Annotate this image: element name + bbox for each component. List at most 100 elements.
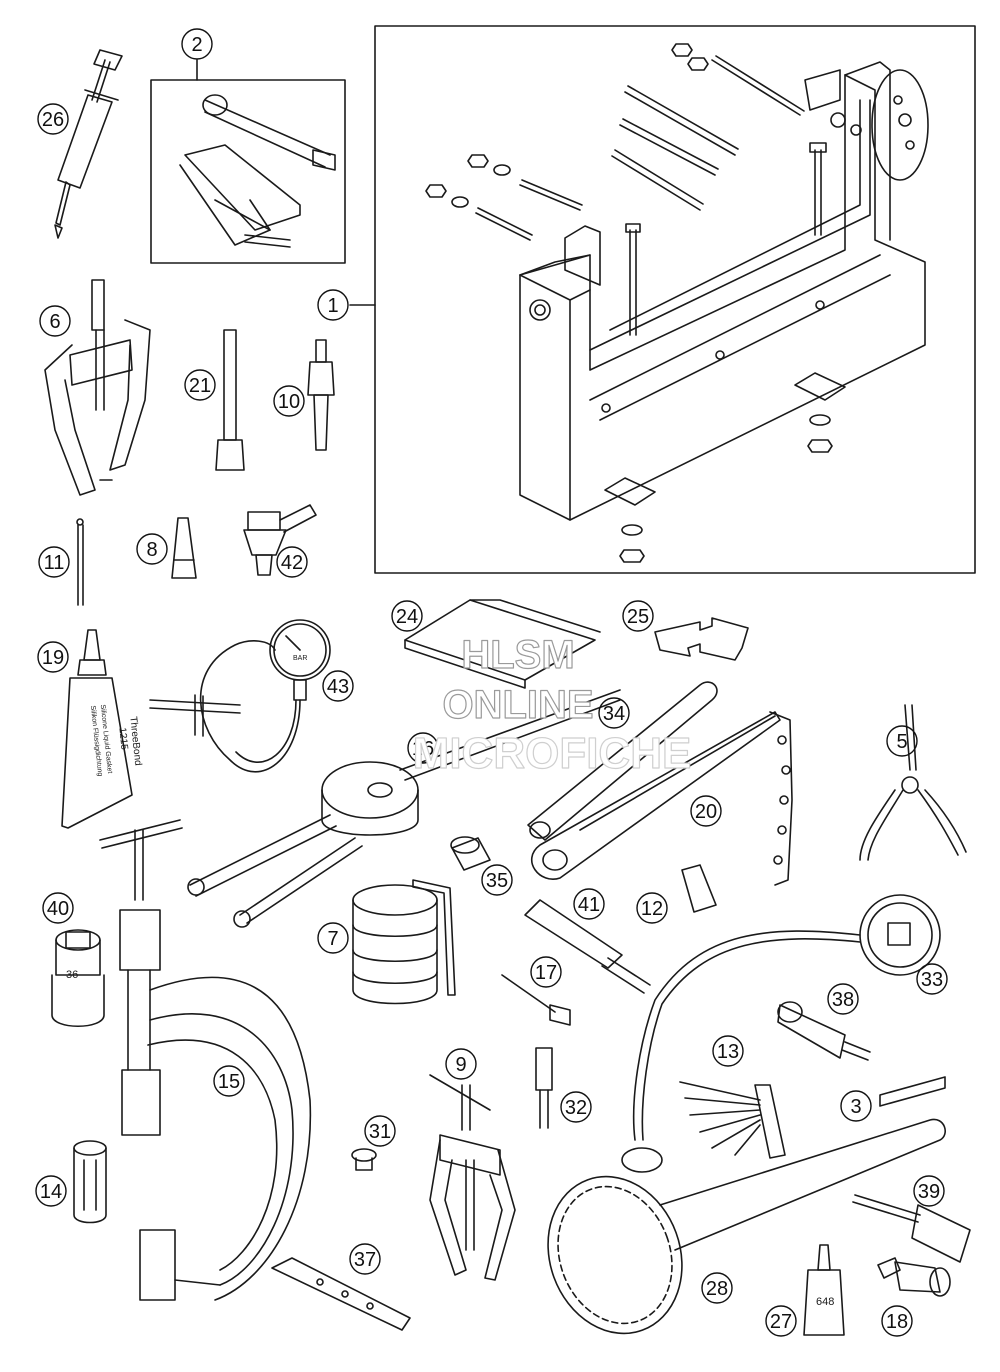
callout-32: 32	[560, 1091, 592, 1123]
part-14	[73, 1140, 107, 1224]
callout-40: 40	[42, 892, 74, 924]
callout-6-label: 6	[49, 311, 60, 333]
sealant-tube-19-part: ThreeBond 1215 Silicone Liquid Gasket Si…	[61, 629, 143, 829]
callout-38: 38	[827, 983, 859, 1015]
ring-compressor-7-part	[352, 879, 456, 1005]
callout-35: 35	[481, 864, 513, 896]
watermark-line-2: ONLINE	[442, 683, 593, 727]
callout-13-label: 13	[717, 1041, 739, 1063]
callout-7-label: 7	[327, 928, 338, 950]
callout-8-label: 8	[146, 539, 157, 561]
callout-27: 27	[765, 1305, 797, 1337]
bottle-27-part: 648	[803, 1244, 845, 1336]
tool-17-part	[501, 974, 571, 1026]
callout-31: 31	[364, 1115, 396, 1147]
callout-17: 17	[530, 956, 562, 988]
callout-38-label: 38	[832, 989, 854, 1011]
callout-6: 6	[39, 305, 71, 337]
tool-16-part	[187, 689, 621, 928]
callout-32-label: 32	[565, 1097, 587, 1119]
part-3	[879, 1076, 946, 1107]
callout-28-label: 28	[706, 1278, 728, 1300]
tube-number-text: 1215	[116, 727, 129, 751]
callout-20: 20	[690, 795, 722, 827]
callout-21-label: 21	[189, 375, 211, 397]
part-39	[852, 1194, 971, 1263]
callout-7: 7	[317, 922, 349, 954]
callout-37: 37	[349, 1243, 381, 1275]
callout-20-label: 20	[695, 801, 717, 823]
callout-16: 16	[407, 732, 439, 764]
part-18	[877, 1257, 951, 1297]
clutch-holder-28-part	[547, 1118, 946, 1335]
kit-2-frame-box	[150, 79, 346, 264]
callout-21: 21	[184, 369, 216, 401]
engine-stand-frame-box	[374, 25, 976, 574]
callout-24-label: 24	[396, 606, 418, 628]
watermark-line-1: HLSM	[461, 633, 574, 677]
callout-3: 3	[840, 1090, 872, 1122]
callout-11: 11	[38, 546, 70, 578]
plates-24-part	[404, 599, 601, 689]
callout-16-label: 16	[412, 738, 434, 760]
part-32	[535, 1047, 553, 1129]
callout-41-label: 41	[578, 894, 600, 916]
callout-18: 18	[881, 1305, 913, 1337]
gauge-unit-text: BAR	[293, 655, 307, 662]
callout-17-label: 17	[535, 962, 557, 984]
callout-9-label: 9	[455, 1054, 466, 1076]
callout-14-label: 14	[40, 1181, 62, 1203]
callout-43-label: 43	[327, 676, 349, 698]
callout-28: 28	[701, 1272, 733, 1304]
callout-11-label: 11	[44, 552, 65, 574]
cone-8-part	[171, 517, 197, 579]
callout-33: 33	[916, 963, 948, 995]
callout-12: 12	[636, 892, 668, 924]
callout-labels: 1 2 3 5 6 7 8 9 10 11 12 13 14 15 16 17 …	[35, 28, 948, 1337]
part-31	[351, 1148, 377, 1171]
callout-1: 1	[317, 289, 349, 321]
callout-3-label: 3	[850, 1096, 861, 1118]
puller-9-part	[429, 1074, 516, 1281]
callout-34: 34	[598, 697, 630, 729]
callout-2: 2	[181, 28, 213, 60]
callout-33-label: 33	[921, 969, 943, 991]
callout-2-label: 2	[191, 34, 202, 56]
clip-25-part	[654, 617, 749, 661]
callout-13: 13	[712, 1035, 744, 1067]
callout-8: 8	[136, 533, 168, 565]
pressure-gauge-43-part: BAR	[149, 619, 331, 773]
socket-40-part: 36	[51, 929, 105, 1028]
lever-34-part	[527, 681, 718, 841]
callout-27-label: 27	[770, 1311, 792, 1333]
callout-34-label: 34	[603, 703, 625, 725]
pin-11-part	[76, 518, 84, 606]
callout-18-label: 18	[886, 1311, 908, 1333]
callout-5-label: 5	[896, 731, 907, 753]
callout-10: 10	[273, 385, 305, 417]
callout-42: 42	[276, 546, 308, 578]
valve-compressor-15-part	[99, 819, 312, 1301]
tube-brand-text: ThreeBond	[127, 716, 143, 766]
callout-43: 43	[322, 670, 354, 702]
kit-2-parts	[179, 94, 336, 248]
puller-6-part	[44, 279, 151, 496]
tool-10-part	[307, 339, 335, 451]
part-12	[681, 864, 717, 913]
part-38	[777, 1001, 871, 1061]
callout-12-label: 12	[641, 898, 663, 920]
tool-41-part	[524, 899, 651, 994]
callout-37-label: 37	[354, 1249, 376, 1271]
feeler-gauge-13-part	[679, 1081, 786, 1159]
callout-31-label: 31	[369, 1121, 391, 1143]
socket-size-text: 36	[66, 969, 78, 981]
callout-19: 19	[37, 641, 69, 673]
pliers-5-part	[859, 704, 967, 861]
callout-9: 9	[445, 1048, 477, 1080]
callout-25-label: 25	[627, 606, 649, 628]
callout-39: 39	[913, 1175, 945, 1207]
callout-5: 5	[886, 725, 918, 757]
watermark: HLSM ONLINE MICROFICHE	[412, 632, 692, 778]
engine-stand-part	[425, 43, 929, 563]
